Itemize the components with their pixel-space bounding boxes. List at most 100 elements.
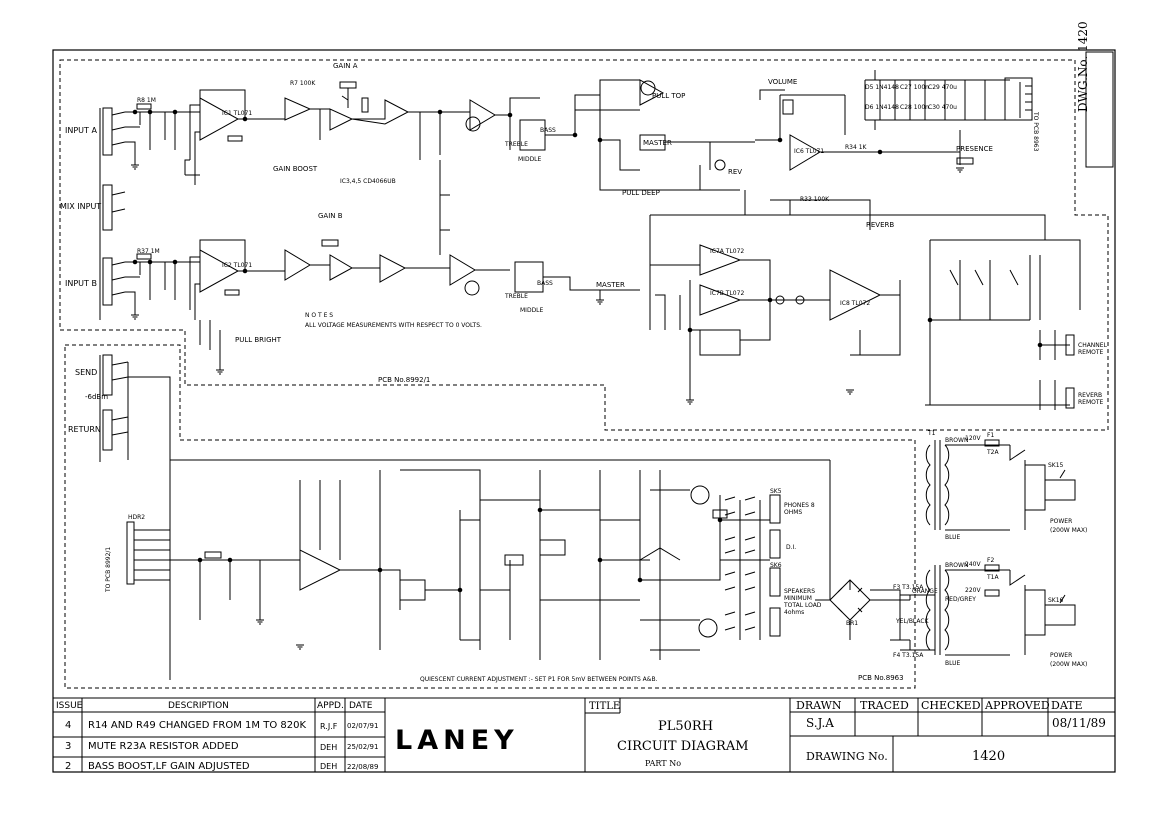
pull-deep-label: PULL DEEP	[622, 189, 660, 197]
ic8-label: IC8 TL072	[840, 300, 871, 307]
fuse-t2a-label: T2A	[987, 449, 999, 456]
title-part: PART No	[645, 759, 682, 768]
notes-title: N O T E S	[305, 312, 334, 319]
rev-row-2-description: MUTE R23A RESISTOR ADDED	[88, 741, 239, 752]
f1-label: F1	[987, 432, 995, 439]
middle-b-label: MIDDLE	[520, 307, 544, 314]
rev-header-appd: APPD.	[317, 701, 344, 711]
blue-b-label: BLUE	[945, 660, 961, 667]
rev-row-1-description: R14 AND R49 CHANGED FROM 1M TO 820K	[88, 720, 307, 731]
gain-b-label: GAIN B	[318, 212, 343, 220]
sk15-label: SK15	[1048, 462, 1064, 469]
title-model: PL50RH	[658, 719, 714, 734]
rev-row-1-date: 02/07/91	[347, 722, 379, 730]
rev-header-description: DESCRIPTION	[168, 701, 229, 711]
f4-label: F4 T3.15A	[893, 652, 924, 659]
ic1-label: IC1 TL071	[222, 110, 253, 117]
r34-label: R34 1K	[845, 144, 867, 151]
d5-label: D5 1N4148	[865, 84, 899, 91]
reverb-remote-label: REVERB REMOTE	[1078, 392, 1104, 406]
di-label: D.I.	[786, 544, 797, 551]
date-value: 08/11/89	[1052, 716, 1106, 730]
ic2-label: IC2 TL071	[222, 262, 253, 269]
input-a-label: INPUT A	[65, 126, 97, 135]
master-a-label: MASTER	[643, 139, 672, 147]
rev-row-1-issue: 4	[65, 720, 72, 731]
treble-a-label: TREBLE	[505, 141, 528, 148]
ic7a-label: IC7A TL072	[710, 248, 745, 255]
treble-b-label: TREBLE	[505, 293, 528, 300]
pull-bright-label: PULL BRIGHT	[235, 336, 282, 344]
f2-label: F2	[987, 557, 995, 564]
t1-label: T1	[928, 430, 936, 437]
brown-b-label: BROWN	[945, 562, 969, 569]
brown-a-label: BROWN	[945, 437, 969, 444]
c30-label: C30 470u	[928, 104, 957, 111]
return-label: RETURN	[68, 425, 101, 434]
rev-row-2-appd: DEH	[320, 743, 338, 752]
title-description: CIRCUIT DIAGRAM	[617, 739, 749, 754]
drawing-no-value: 1420	[972, 749, 1006, 764]
v240-label: 240V	[965, 561, 981, 568]
rev-row-3-appd: DEH	[320, 762, 338, 771]
send-label: SEND	[75, 368, 98, 377]
ic7b-label: IC7B TL072	[710, 290, 745, 297]
to-pcb-right-label: TO PCB 8963	[1032, 112, 1039, 152]
gain-boost-label: GAIN BOOST	[273, 165, 318, 173]
pull-top-label: PULL TOP	[652, 92, 686, 100]
channel-remote-label: CHANNEL REMOTE	[1078, 342, 1107, 356]
ic6-label: IC6 TL071	[794, 148, 825, 155]
v220-label: 220V	[965, 587, 981, 594]
power-b-sub: (200W MAX)	[1050, 661, 1088, 668]
rev-row-2-issue: 3	[65, 741, 72, 752]
rev-label-a: REV	[728, 168, 743, 176]
power-a-sub: (200W MAX)	[1050, 527, 1088, 534]
f3-label: F3 T3.15A	[893, 584, 924, 591]
drawing-number-vertical: DWG.No. 1420	[1076, 21, 1090, 112]
ic-note: IC3,4,5 CD4066UB	[340, 178, 396, 185]
header-date: DATE	[1051, 699, 1083, 712]
c27-label: C27 100n	[900, 84, 929, 91]
pcb-pre-label: PCB No.8992/1	[378, 376, 431, 384]
orange-label: ORANGE	[912, 588, 938, 595]
drawing-no-label: DRAWING No.	[806, 750, 888, 763]
rev-row-2-date: 25/02/91	[347, 743, 379, 751]
send-level-label: -6dBm	[85, 393, 109, 401]
header-traced: TRACED	[860, 699, 909, 712]
header-drawn: DRAWN	[796, 699, 842, 712]
power-a-label: POWER	[1050, 518, 1073, 525]
drawn-by-value: S.J.A	[806, 716, 834, 730]
bass-a-label: BASS	[540, 127, 556, 134]
to-pcb-left-label: TO PCB 8992/1	[105, 546, 112, 592]
phones-label: PHONES 8 OHMS	[784, 502, 815, 516]
header-checked: CHECKED	[921, 699, 981, 712]
laney-logo: LANEY	[395, 725, 519, 756]
middle-a-label: MIDDLE	[518, 156, 542, 163]
input-b-label: INPUT B	[65, 279, 97, 288]
speakers-label: SPEAKERS MINIMUM TOTAL LOAD 4ohms	[784, 588, 822, 616]
sk16-label: SK16	[1048, 597, 1064, 604]
reverb-label: REVERB	[866, 221, 895, 229]
rev-row-3-issue: 2	[65, 761, 72, 772]
power-b-label: POWER	[1050, 652, 1073, 659]
pcb-power-label: PCB No.8963	[858, 674, 904, 682]
r8-label: R8 1M	[137, 97, 156, 104]
title-label: TITLE	[589, 701, 621, 712]
presence-label: PRESENCE	[956, 145, 993, 153]
gain-a-label: GAIN A	[333, 62, 358, 70]
quiescent-note: QUIESCENT CURRENT ADJUSTMENT :- SET P1 F…	[420, 676, 658, 683]
master-b-label: MASTER	[596, 281, 625, 289]
r7-label: R7 100K	[290, 80, 316, 87]
red-grey-label: RED/GREY	[945, 596, 976, 603]
mix-input-label: MIX INPUT	[60, 202, 102, 211]
c28-label: C28 100n	[900, 104, 929, 111]
rev-header-date: DATE	[349, 701, 373, 711]
r33-label: R33 100K	[800, 196, 830, 203]
br1-label: BR1	[846, 620, 859, 627]
sk6-label: SK6	[770, 562, 782, 569]
yel-black-label: YEL/BLACK	[896, 618, 929, 625]
bass-b-label: BASS	[537, 280, 553, 287]
header-approved: APPROVED	[985, 699, 1050, 712]
rev-row-3-date: 22/08/89	[347, 763, 379, 771]
